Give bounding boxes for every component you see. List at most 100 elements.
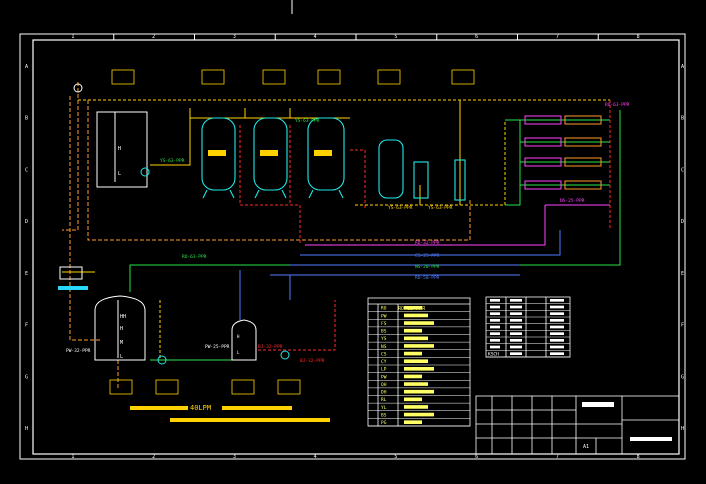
grid-column-number: 1 [71, 34, 74, 40]
symbol-desc-mark-2 [550, 345, 564, 349]
grid-row-letter: D [25, 219, 28, 225]
grid-row-letter: C [25, 167, 28, 173]
equipment-tag-boxes [109, 69, 475, 395]
symbol-mark [490, 345, 500, 349]
grid-column-number: 8 [637, 34, 640, 40]
legend-pipe-desc-mark [404, 374, 422, 379]
raw-pump [140, 167, 150, 177]
symbol-desc-mark [510, 345, 522, 349]
legend-pipe-desc-mark [404, 397, 422, 402]
tank-level-h: H [118, 146, 121, 152]
legend-pipe-code: BS [381, 412, 387, 418]
symbol-desc-mark [510, 352, 522, 355]
pure-water-tank: HH H M L [94, 295, 146, 361]
label-ys: YS-63-PPR [388, 205, 413, 211]
legend-pipe-code: RO [381, 306, 387, 312]
grid-column-number: 6 [475, 454, 478, 460]
ro-membranes [524, 115, 602, 190]
title-block [475, 395, 680, 455]
grid-column-number: 5 [394, 454, 397, 460]
symbol-mark [490, 299, 500, 302]
grid-column-number: 1 [71, 454, 74, 460]
label-ro-right: RO-50-PPR [415, 275, 440, 281]
legend-pipe-desc-mark [404, 405, 428, 409]
grid-column-number: 4 [314, 34, 317, 40]
legend-pipe-desc-mark [404, 382, 428, 386]
symbol-desc-mark [510, 325, 522, 329]
legend-pipe-desc-mark [404, 306, 422, 310]
symbol-desc-mark-2 [550, 339, 564, 342]
notes: 40LPM [130, 404, 330, 422]
inlet-gauge [73, 83, 83, 93]
legend-pipe-code: NS [381, 344, 387, 350]
label-rw1: YS-63-PPR [160, 158, 185, 164]
symbol-desc-mark-2 [550, 312, 564, 315]
label-rw2: YS-63-PPR [295, 118, 320, 124]
symbol-desc-mark [510, 299, 522, 302]
legend-pipe-desc-mark [404, 336, 428, 341]
legend-pipe-desc-mark [404, 420, 422, 424]
tank-level-h2: H [120, 326, 123, 332]
grid-column-number: 3 [233, 34, 236, 40]
dosing-box [59, 266, 83, 280]
symbol-legend-rows: KSCH [486, 299, 570, 358]
grid-column-number: 6 [475, 34, 478, 40]
symbol-mark [490, 319, 500, 322]
grid-column-number: 8 [637, 454, 640, 460]
legend-pipe-code: CS [381, 351, 387, 357]
grid-column-number: 2 [152, 454, 155, 460]
grid-row-letter: F [25, 323, 28, 329]
outer-border [19, 33, 686, 460]
symbol-desc-mark-2 [550, 319, 564, 322]
legend-pipe-desc-mark [404, 344, 434, 348]
tank-level-l: L [118, 171, 121, 177]
label-cs: CS-25-PPR [415, 253, 440, 259]
symbol-mark [490, 312, 500, 315]
symbol-desc-mark [510, 319, 522, 322]
symbol-desc-mark-2 [550, 352, 564, 355]
label-rw-ys: YS-63-PPR [428, 205, 453, 211]
legend-pipe-code: QH [381, 382, 387, 388]
grid-row-letter: E [681, 271, 684, 277]
feed-pump [280, 350, 290, 360]
tank-level-hh: HH [120, 314, 126, 320]
grid-row-letter: E [25, 271, 28, 277]
label-ns: NS-25-PPR [560, 198, 585, 204]
label-ro-top: RO-63-PPR [605, 102, 630, 108]
legend-pipe-code: CY [381, 359, 387, 365]
symbol-mark [490, 339, 500, 342]
symbol-desc-mark-2 [550, 299, 564, 302]
legend-pipe-code: BS [381, 329, 387, 335]
legend-pipe-code: PW [381, 374, 387, 380]
label-mid: RO-32-PPR [415, 240, 440, 246]
grid-row-letter: A [25, 64, 28, 70]
label-pw: PW-32-PPR [66, 348, 91, 354]
note-capacity: 40LPM [190, 404, 211, 412]
legend-pipe-desc-mark [404, 412, 434, 417]
grid-column-number: 2 [152, 34, 155, 40]
symbol-code: KSCH [488, 352, 499, 358]
legend-pipe-code: PW [381, 313, 387, 319]
label-bj2: BJ-32-PPR [300, 358, 325, 364]
label-pw2: PW-25-PPR [205, 344, 230, 350]
return-pump [157, 355, 167, 365]
legend-pipe-desc-mark [404, 351, 422, 356]
sheet-size: A1 [583, 444, 589, 450]
grid-row-letter: H [25, 426, 28, 432]
small-tank-l: L [237, 350, 240, 355]
label-bj: BJ-32-PPR [258, 344, 283, 350]
symbol-desc-mark-2 [550, 325, 564, 329]
label-ro-in: RO-63-PPR [182, 254, 207, 260]
legend-pipe-code: YL [381, 405, 387, 411]
grid-column-number: 5 [394, 34, 397, 40]
uv-unit [454, 159, 466, 201]
label-ns2: NS-20-PPR [415, 264, 440, 270]
grid-row-letter: H [681, 426, 684, 432]
security-filter [413, 161, 429, 199]
brine-tank [378, 139, 404, 199]
symbol-desc-mark [510, 305, 522, 309]
symbol-desc-mark-2 [550, 332, 564, 335]
